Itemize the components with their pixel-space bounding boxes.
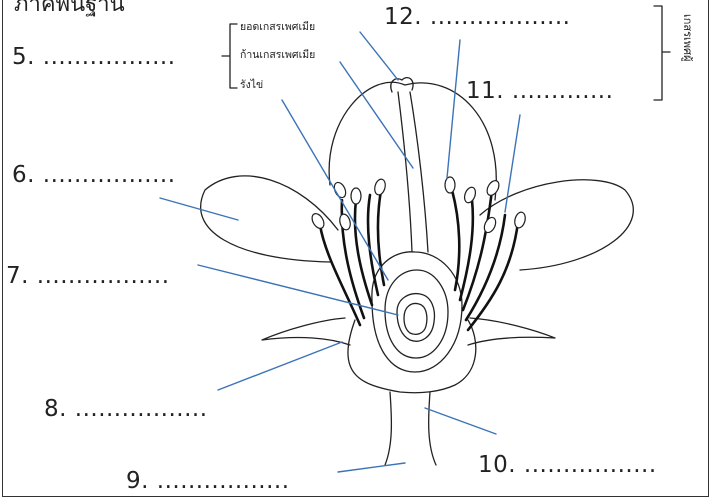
- pointer-style: [340, 62, 413, 168]
- pointer-12: [447, 40, 460, 178]
- label-8: 8. .................: [44, 396, 208, 422]
- pointer-stigma: [360, 32, 398, 80]
- pointer-8: [218, 342, 342, 390]
- pointer-ovary: [282, 100, 388, 280]
- pistil-part-stigma: ยอดเกสรเพศเมีย: [240, 18, 315, 35]
- pistil-bracket: [222, 24, 237, 88]
- pointer-11: [505, 115, 520, 212]
- sepal-right: [468, 318, 555, 345]
- pointer-10: [425, 408, 496, 434]
- stamen-group-label: เกสรเพศผู้: [679, 14, 697, 61]
- ovule-inner: [404, 304, 427, 335]
- label-7: 7. .................: [6, 263, 170, 289]
- sepal-left: [262, 318, 350, 345]
- label-11: 11. .............: [466, 78, 613, 104]
- stamen-bracket: [654, 6, 670, 100]
- label-10: 10. .................: [478, 452, 657, 478]
- pointer-9: [338, 463, 405, 472]
- label-9: 9. .................: [126, 468, 290, 494]
- pointer-6: [160, 198, 238, 220]
- receptacle: [348, 320, 476, 393]
- label-6: 6. .................: [12, 162, 176, 188]
- label-12: 12. ..................: [384, 4, 571, 30]
- flower-stalk: [385, 392, 436, 465]
- pistil-part-ovary: รังไข่: [240, 76, 263, 93]
- stigma: [391, 78, 413, 92]
- style: [398, 92, 428, 252]
- label-5: 5. .................: [12, 44, 176, 70]
- pistil-part-style: ก้านเกสรเพศเมีย: [240, 46, 315, 63]
